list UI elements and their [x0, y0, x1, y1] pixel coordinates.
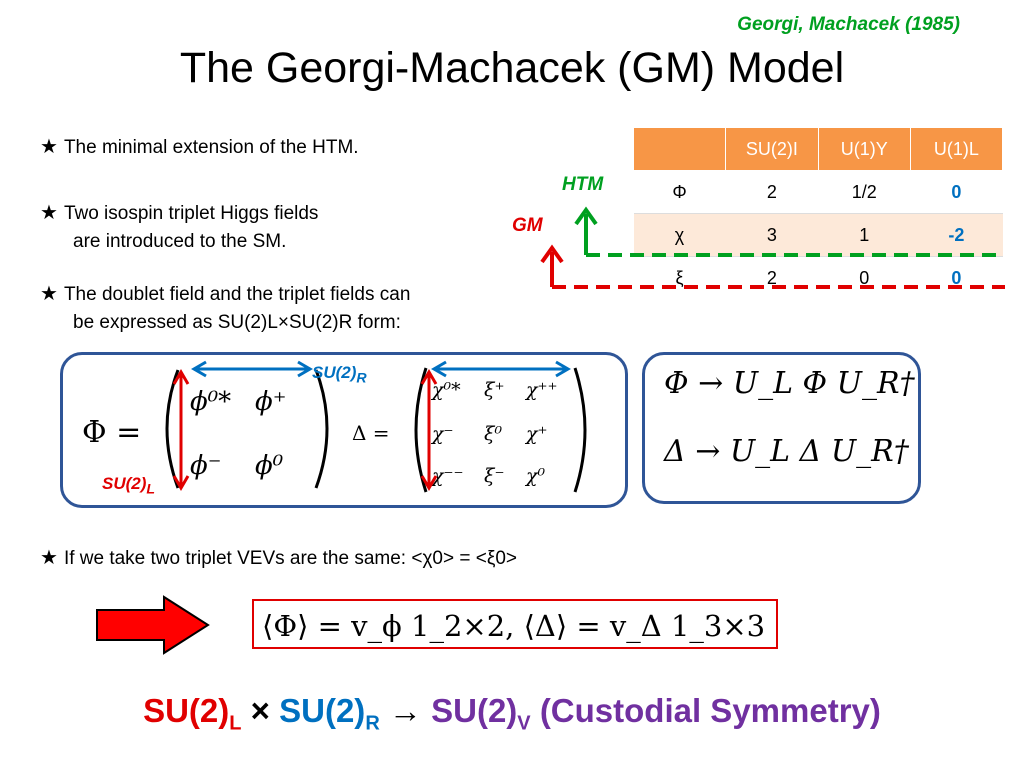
star-icon: ★ — [40, 136, 58, 158]
table-row: χ 3 1 -2 — [633, 213, 1003, 257]
matrix-drawing: Φ = ϕ⁰* ϕ⁺ ϕ⁻ ϕ⁰ Δ = χ⁰* ξ⁺ χ⁺⁺ χ⁻ ξ⁰ χ⁺… — [82, 360, 587, 493]
delta-cell: χ⁻⁻ — [430, 465, 464, 487]
su2l-label: SU(2)L — [102, 474, 155, 497]
delta-cell: χ⁺⁺ — [524, 379, 558, 401]
table-header-cell: SU(2)I — [725, 127, 819, 171]
table-row: Φ 2 1/2 0 — [633, 170, 1003, 214]
arrow-symbol: → — [388, 692, 422, 729]
bullet-4: ★If we take two triplet VEVs are the sam… — [40, 544, 517, 573]
transformation-phi: Φ → U_L Φ U_R† — [664, 366, 915, 401]
delta-left-paren — [414, 367, 428, 493]
citation: Georgi, Machacek (1985) — [737, 14, 960, 35]
delta-cell: χ⁰* — [430, 379, 461, 401]
delta-cell: χ⁰ — [524, 465, 546, 487]
phi-cell: ϕ⁻ — [190, 451, 221, 481]
su2r-label: SU(2)R — [312, 363, 367, 386]
su2r-label-sub: R — [356, 370, 367, 387]
delta-cell: χ⁻ — [430, 423, 454, 445]
table-cell: 0 — [818, 256, 911, 299]
table-header-cell: U(1)Y — [817, 127, 911, 171]
delta-cell: ξ⁺ — [484, 379, 505, 401]
table-header-cell — [632, 127, 727, 171]
table-cell: 1/2 — [818, 170, 911, 214]
custodial-symmetry-text: (Custodial Symmetry) — [539, 692, 881, 729]
matrix-box — [60, 352, 628, 508]
bullet-1: ★The minimal extension of the HTM. — [40, 133, 359, 162]
su2r-arrow-phi — [191, 360, 313, 378]
bullet-3-text-line2: be expressed as SU(2)L×SU(2)R form: — [73, 312, 401, 333]
phi-cell: ϕ⁰ — [255, 451, 284, 481]
htm-arrow — [574, 206, 1000, 257]
transformation-delta: Δ → U_L Δ U_R† — [664, 434, 909, 469]
phi-cell: ϕ⁺ — [255, 387, 286, 417]
transformation-box — [642, 352, 921, 504]
su2r-arrow-delta — [431, 360, 571, 378]
table-cell: 1 — [818, 213, 911, 257]
su2r-label-text: SU(2) — [312, 363, 357, 382]
vev-equation: ⟨Φ⟩ = v_ϕ 1_2×2, ⟨Δ⟩ = v_Δ 1_3×3 — [252, 599, 778, 649]
star-icon: ★ — [40, 202, 58, 224]
times-symbol: × — [250, 692, 270, 729]
phi-lhs: Φ = — [82, 415, 141, 450]
star-icon: ★ — [40, 547, 58, 569]
bullet-2: ★Two isospin triplet Higgs fields are in… — [40, 199, 318, 256]
table-header-row: SU(2)I U(1)Y U(1)L — [632, 127, 1004, 171]
su2l-arrow-phi — [172, 369, 190, 491]
su2l-label-text: SU(2) — [102, 474, 147, 493]
table-cell: 2 — [725, 170, 819, 214]
htm-label: HTM — [562, 174, 604, 195]
bullet-3: ★The doublet field and the triplet field… — [40, 280, 410, 337]
phi-left-paren — [165, 369, 180, 489]
table-cell: χ — [633, 213, 726, 257]
table-cell: 0 — [910, 256, 1003, 299]
gm-label: GM — [512, 215, 543, 236]
table-cell: Φ — [633, 170, 726, 214]
phi-right-paren — [314, 369, 329, 489]
htm-gm-arrows — [540, 206, 1005, 289]
phi-cell: ϕ⁰* — [190, 387, 231, 417]
page-title: The Georgi-Machacek (GM) Model — [179, 44, 845, 92]
bullet-4-text: If we take two triplet VEVs are the same… — [63, 548, 518, 569]
delta-cell: ξ⁻ — [484, 465, 505, 487]
table-cell: -2 — [910, 213, 1003, 257]
delta-cell: χ⁺ — [524, 423, 548, 445]
su2r-text: SU(2)R — [279, 692, 380, 735]
right-arrow-icon — [96, 595, 210, 655]
su2l-text: SU(2)L — [143, 692, 242, 735]
star-icon: ★ — [40, 283, 58, 305]
gm-arrow — [540, 244, 1005, 289]
bullet-2-text-line2: are introduced to the SM. — [73, 231, 287, 252]
table-cell: 2 — [725, 256, 819, 299]
su2l-label-sub: L — [146, 481, 156, 498]
table-cell: 3 — [725, 213, 819, 257]
table-cell: 0 — [910, 170, 1003, 214]
delta-right-paren — [573, 367, 587, 493]
su2v-text: SU(2)V — [431, 692, 531, 735]
bullet-3-text-line1: The doublet field and the triplet fields… — [63, 284, 411, 305]
table-header-cell: U(1)L — [909, 127, 1004, 171]
delta-lhs: Δ = — [352, 421, 390, 445]
su2l-arrow-delta — [420, 369, 438, 491]
custodial-summary: SU(2)L × SU(2)R → SU(2)V (Custodial Symm… — [0, 692, 1024, 736]
delta-cell: ξ⁰ — [484, 423, 502, 445]
bullet-1-text: The minimal extension of the HTM. — [63, 137, 359, 158]
bullet-2-text-line1: Two isospin triplet Higgs fields — [63, 203, 319, 224]
representation-table: SU(2)I U(1)Y U(1)L Φ 2 1/2 0 χ 3 1 -2 ξ … — [632, 127, 1004, 299]
